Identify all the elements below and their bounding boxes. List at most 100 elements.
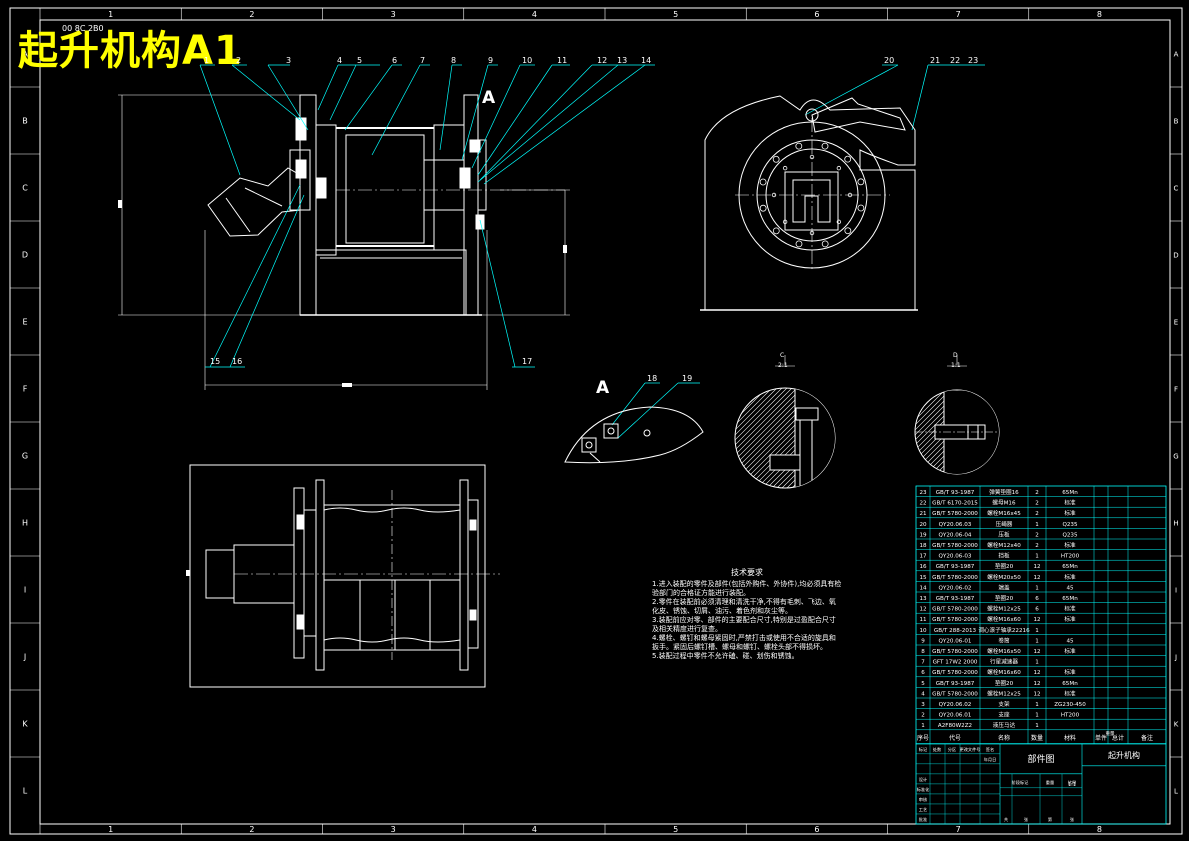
bom-cell: HT200 (1061, 554, 1080, 560)
callout-number: 19 (682, 374, 693, 383)
bom-cell: 垫圈20 (995, 562, 1014, 570)
bom-cell: 标准 (1064, 668, 1076, 676)
titleblock-label: 批准 (919, 816, 927, 823)
titleblock-label: 第 (1048, 816, 1052, 823)
titleblock-part-name: 起升机构 (1108, 750, 1140, 760)
grid-row-label: J (1174, 654, 1177, 662)
bom-cell: GB/T 5780-2000 (932, 691, 978, 697)
bom-cell: QY20.06.03 (939, 522, 972, 528)
titleblock-label: 处数 (933, 746, 942, 753)
view-a-marker: A (482, 88, 496, 108)
bom-cell: Q235 (1062, 532, 1078, 538)
bom-cell: GB/T 93-1987 (936, 564, 975, 570)
bom-cell: 3 (921, 702, 925, 708)
bom-cell: 卷筒 (998, 636, 1010, 644)
titleblock-label: 年月日 (984, 756, 997, 763)
bom-cell: 5 (921, 681, 925, 687)
bom-cell: 1 (1035, 638, 1039, 644)
grid-row-label: H (22, 519, 28, 528)
bom-cell: GB/T 5780-2000 (932, 607, 978, 613)
grid-col-label: 4 (532, 825, 537, 834)
bom-cell: 23 (919, 490, 927, 496)
callout-number: 16 (232, 357, 243, 366)
bom-cell: 12 (1033, 649, 1040, 655)
bom-cell: 17 (919, 554, 927, 560)
callout-number: 12 (597, 56, 608, 65)
callout-number: 21 (930, 56, 941, 65)
bom-cell: 12 (1033, 564, 1040, 570)
grid-row-label: L (1174, 788, 1178, 796)
callout-number: 3 (286, 56, 292, 65)
bom-header-cell: 材料 (1064, 734, 1076, 742)
grid-col-label: 1 (108, 10, 113, 19)
bom-cell: 标准 (1064, 499, 1076, 507)
bom-cell: QY20.06-03 (939, 554, 972, 560)
bom-cell: 垫圈20 (995, 679, 1014, 687)
section-d-scale: 1:1 (951, 362, 961, 369)
bom-cell: QY20.06-01 (939, 638, 972, 644)
bom-cell: 19 (919, 532, 927, 538)
grid-row-label: B (22, 117, 28, 126)
bom-cell: 12 (919, 607, 926, 613)
bom-cell: 压板 (998, 530, 1010, 538)
bom-cell: 标准 (1064, 573, 1076, 581)
grid-col-label: 3 (391, 825, 396, 834)
bom-cell: 标准 (1064, 615, 1076, 623)
bom-cell: Q235 (1062, 522, 1078, 528)
bom-cell: 1 (1035, 723, 1039, 729)
bom-cell: 弹簧垫圈16 (989, 488, 1019, 496)
bom-cell: HT200 (1061, 713, 1080, 719)
bom-cell: 螺栓M12x25 (987, 605, 1021, 613)
bom-cell: GB/T 5780-2000 (932, 575, 978, 581)
bom-cell: 4 (921, 691, 925, 697)
grid-row-label: B (1174, 118, 1179, 126)
grid-row-label: D (1173, 252, 1178, 260)
titleblock-drawing-type: 部件图 (1027, 753, 1054, 765)
bom-cell: 6 (1035, 607, 1039, 613)
bom-cell: 65Mn (1062, 490, 1078, 496)
bom-cell: 支座 (998, 711, 1010, 719)
bom-cell: 标准 (1064, 541, 1076, 549)
callout-number: 15 (210, 357, 221, 366)
section-c-scale: 2:1 (778, 362, 788, 369)
grid-col-label: 7 (956, 10, 961, 19)
bom-cell: 1 (1035, 628, 1039, 634)
bom-cell: 2 (1035, 511, 1039, 517)
bom-cell: 2 (1035, 501, 1039, 507)
bom-cell: GB/T 93-1987 (936, 490, 975, 496)
bom-cell: QY20.06-04 (939, 532, 972, 538)
bom-cell: 1 (921, 723, 925, 729)
bom-cell: 标准 (1064, 689, 1076, 697)
bom-cell: GB/T 5780-2000 (932, 511, 978, 517)
bom-cell: 1 (1035, 702, 1039, 708)
drawing-title: 起升机构A1 (18, 28, 243, 74)
bom-cell: 1 (1035, 585, 1039, 591)
titleblock-label: 更改文件号 (960, 746, 981, 753)
grid-row-label: L (23, 787, 28, 796)
grid-col-label: 6 (814, 10, 819, 19)
callout-number: 2 (236, 56, 242, 65)
bom-cell: 12 (1033, 575, 1040, 581)
bom-cell: 45 (1066, 585, 1074, 591)
bom-cell: 8 (921, 649, 925, 655)
grid-row-label: A (1174, 51, 1179, 59)
bom-header-cell: 备注 (1141, 734, 1153, 742)
grid-col-label: 5 (673, 10, 678, 19)
bom-cell: 1 (1035, 713, 1039, 719)
grid-row-label: J (23, 653, 26, 662)
bom-cell: 螺栓M20x50 (987, 573, 1021, 581)
bom-cell: GB/T 5780-2000 (932, 543, 978, 549)
bom-cell: 16 (919, 564, 927, 570)
bom-cell: 螺栓M16x45 (987, 509, 1021, 517)
titleblock-label: 重量 (1046, 779, 1054, 786)
bom-cell: 2 (1035, 532, 1039, 538)
callout-number: 22 (950, 56, 961, 65)
bom-cell: 12 (1033, 617, 1040, 623)
grid-row-label: H (1173, 520, 1178, 528)
bom-header-cell: 序号 (917, 734, 929, 742)
grid-col-label: 2 (249, 10, 254, 19)
grid-row-label: C (1174, 185, 1179, 193)
grid-col-label: 4 (532, 10, 537, 19)
